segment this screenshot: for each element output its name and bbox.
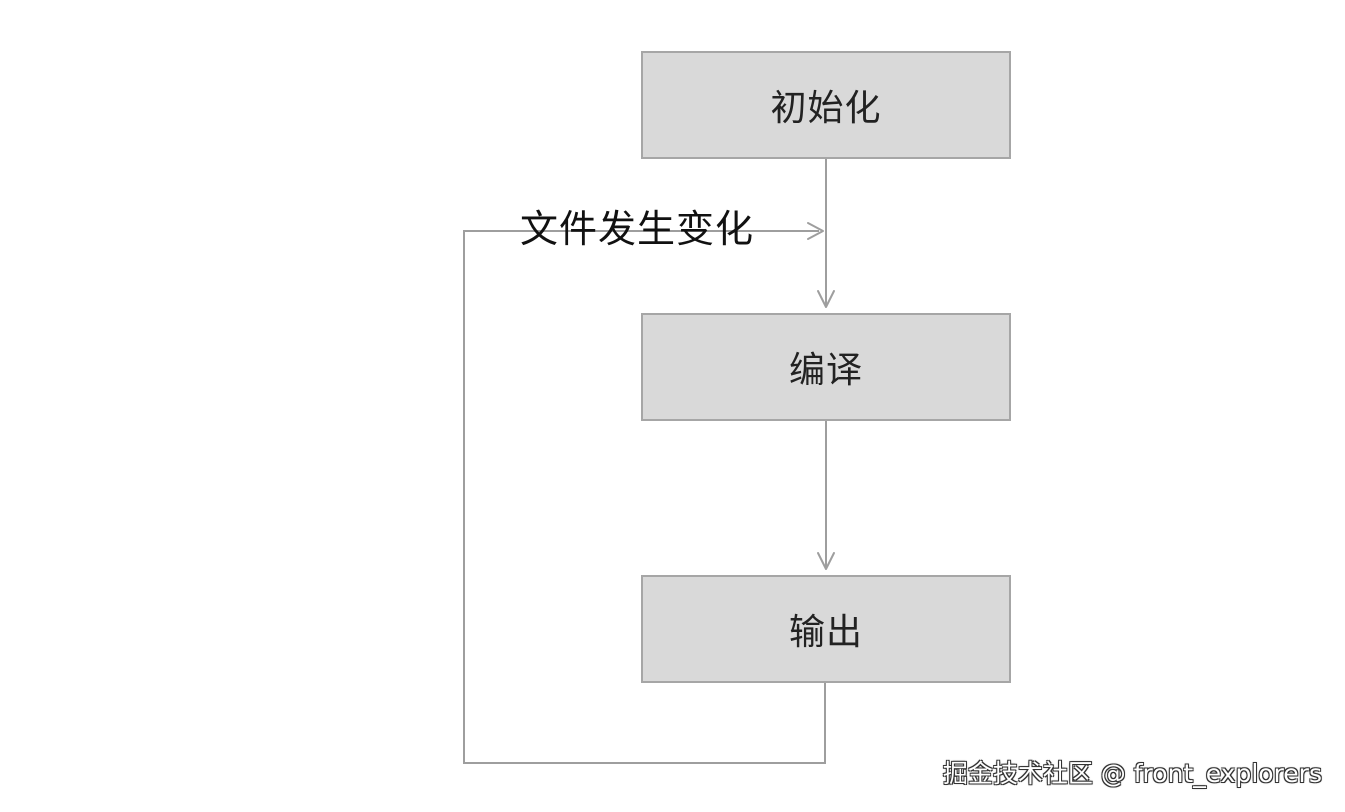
edge-output-loop-back	[463, 230, 826, 764]
loop-edge-label: 文件发生变化	[520, 207, 755, 251]
node-compile: 编译	[641, 313, 1011, 421]
arrowhead-to-output	[817, 552, 835, 570]
arrowhead-loop-to-main-flow	[807, 222, 824, 240]
node-init-label: 初始化	[770, 88, 882, 129]
watermark: 掘金技术社区 @ front_explorers	[942, 759, 1322, 788]
node-output-label: 输出	[788, 612, 863, 653]
node-compile-label: 编译	[788, 350, 863, 391]
node-init: 初始化	[641, 51, 1011, 159]
arrowhead-to-compile	[817, 290, 835, 308]
node-output: 输出	[641, 575, 1011, 683]
